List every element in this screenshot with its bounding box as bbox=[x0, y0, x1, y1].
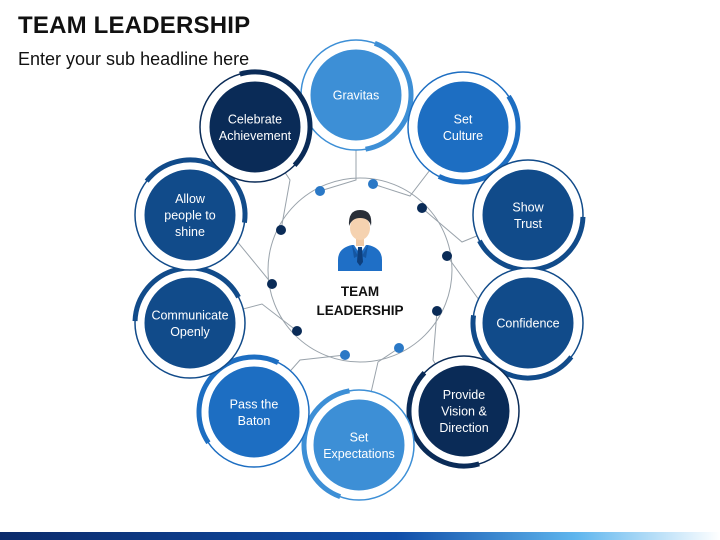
node-label: shine bbox=[175, 225, 205, 239]
node-label: Communicate bbox=[151, 308, 228, 322]
connector-dot-set-culture bbox=[368, 179, 378, 189]
node-confidence: Confidence bbox=[470, 267, 584, 381]
node-label: Pass the bbox=[230, 397, 279, 411]
node-label: Allow bbox=[175, 192, 206, 206]
connector-dot-allow-people bbox=[267, 279, 277, 289]
connector-dot-set-expectations bbox=[394, 343, 404, 353]
node-accent-arc bbox=[477, 216, 586, 273]
node-allow-people: Allow people to shine bbox=[134, 157, 248, 271]
node-accent-arc bbox=[239, 69, 313, 167]
node-core bbox=[205, 363, 303, 461]
connector-group bbox=[189, 95, 529, 446]
node-core bbox=[141, 274, 239, 372]
node-label: Trust bbox=[514, 217, 543, 231]
node-label: Set bbox=[350, 430, 369, 444]
node-accent-arc bbox=[196, 354, 280, 445]
connector-dot-communicate-openly bbox=[292, 326, 302, 336]
footer-bar bbox=[0, 532, 720, 540]
connector-dot-confidence bbox=[442, 251, 452, 261]
node-accent-arc bbox=[301, 388, 350, 500]
node-label: Expectations bbox=[323, 447, 395, 461]
connector-dot-provide-vision bbox=[432, 306, 442, 316]
node-label: Celebrate bbox=[228, 112, 282, 126]
connector-ring bbox=[267, 177, 453, 363]
connector-dot-gravitas bbox=[315, 186, 325, 196]
slide-title: TEAM LEADERSHIP bbox=[18, 12, 251, 39]
node-accent-arc bbox=[365, 40, 414, 152]
node-core bbox=[479, 166, 577, 264]
center-hub: TEAM LEADERSHIP bbox=[316, 210, 404, 318]
slide-subtitle: Enter your sub headline here bbox=[18, 49, 250, 69]
leader-person-icon bbox=[338, 210, 382, 271]
node-label: Culture bbox=[443, 129, 483, 143]
node-accent-arc bbox=[406, 371, 480, 469]
node-accent-arc bbox=[470, 315, 574, 381]
node-label: Vision & bbox=[441, 405, 487, 419]
connector-dot-show-trust bbox=[417, 203, 427, 213]
node-label: Gravitas bbox=[333, 89, 380, 103]
node-core bbox=[415, 362, 513, 460]
node-gravitas: Gravitas bbox=[300, 39, 414, 152]
node-label: Achievement bbox=[219, 129, 292, 143]
node-label: Provide bbox=[443, 388, 485, 402]
connector-dot-pass-the-baton bbox=[340, 350, 350, 360]
connector-dot-celebrate-achievement bbox=[276, 225, 286, 235]
node-core bbox=[307, 46, 405, 144]
node-core bbox=[310, 396, 408, 494]
node-accent-arc bbox=[437, 94, 521, 185]
node-accent-arc bbox=[132, 265, 241, 322]
node-core bbox=[206, 78, 304, 176]
center-label-line1: TEAM bbox=[341, 284, 379, 299]
node-core bbox=[141, 166, 239, 264]
node-label: Confidence bbox=[496, 317, 559, 331]
node-group: GravitasSetCultureShowTrustConfidencePro… bbox=[132, 39, 586, 501]
node-label: Openly bbox=[170, 325, 210, 339]
node-label: people to bbox=[164, 209, 215, 223]
node-accent-arc bbox=[144, 157, 248, 223]
node-label: Baton bbox=[238, 414, 271, 428]
node-label: Show bbox=[512, 200, 544, 214]
node-label: Direction bbox=[439, 421, 488, 435]
node-label: Set bbox=[454, 112, 473, 126]
node-core bbox=[414, 78, 512, 176]
center-label-line2: LEADERSHIP bbox=[316, 303, 403, 318]
node-core bbox=[479, 274, 577, 372]
